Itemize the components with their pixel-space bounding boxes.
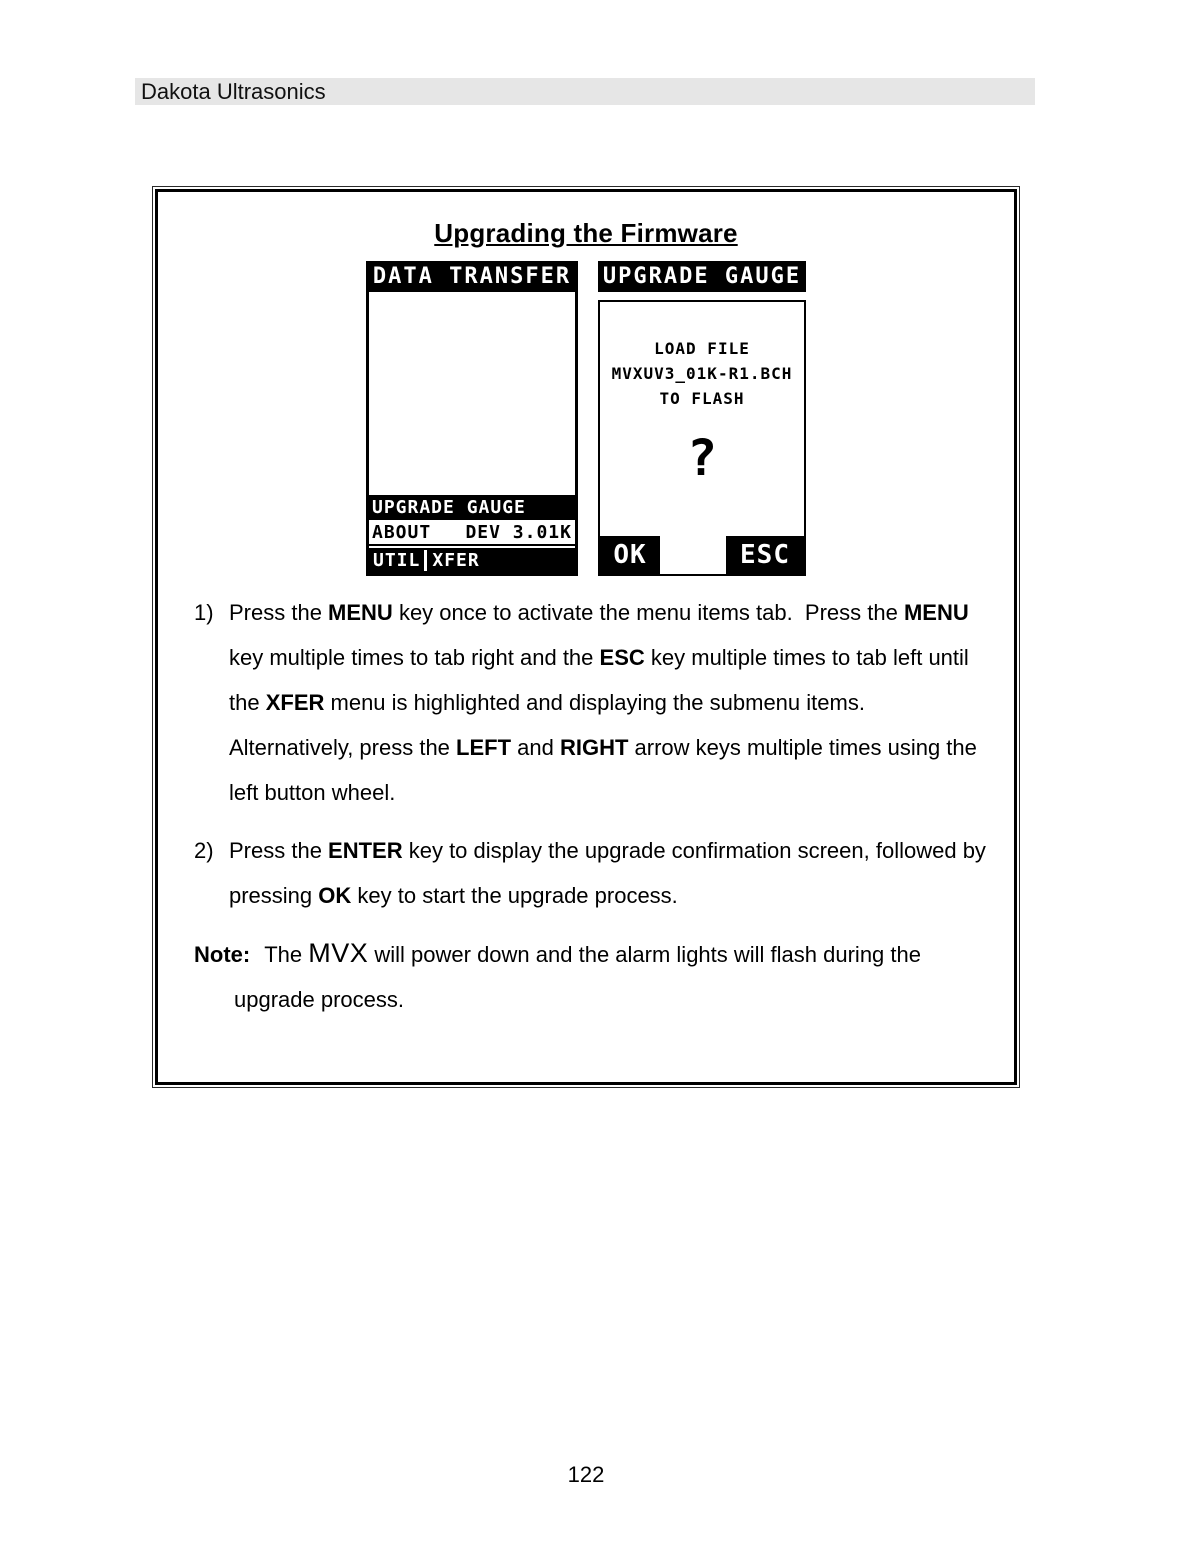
- upgrade-confirmation-dialog: LOAD FILE MVXUV3_01K-R1.BCH TO FLASH ? O…: [598, 300, 806, 576]
- content-panel-inner: Upgrading the Firmware DATA TRANSFER UPG…: [155, 189, 1017, 1085]
- lcd-left-body: [369, 292, 575, 493]
- instruction-list: 1) Press the MENU key once to activate th…: [194, 590, 990, 1022]
- tab-util: UTIL: [369, 550, 428, 571]
- question-mark: ?: [686, 429, 718, 487]
- note-label: Note:: [194, 942, 251, 967]
- dialog-button-row: OK ESC: [600, 536, 804, 574]
- step-text: Press the MENU key once to activate the …: [229, 600, 977, 805]
- page-header-bar: Dakota Ultrasonics: [135, 78, 1035, 105]
- lcd-right-titlebar: UPGRADE GAUGE: [598, 261, 806, 292]
- load-file-message: LOAD FILE MVXUV3_01K-R1.BCH TO FLASH: [612, 336, 793, 411]
- step-text: Press the ENTER key to display the upgra…: [229, 838, 986, 908]
- instruction-step-1: 1) Press the MENU key once to activate th…: [194, 590, 990, 815]
- menu-item-about: ABOUT DEV 3.01K: [369, 520, 575, 546]
- lcd-screen-upgrade-gauge: UPGRADE GAUGE LOAD FILE MVXUV3_01K-R1.BC…: [598, 261, 806, 576]
- note-paragraph: Note:The MVX will power down and the ala…: [194, 931, 990, 1022]
- lcd-left-tabbar: UTIL XFER: [369, 548, 575, 573]
- header-title: Dakota Ultrasonics: [141, 78, 326, 104]
- step-number: 1): [194, 600, 214, 625]
- tab-xfer: XFER: [432, 550, 480, 571]
- about-version-value: DEV 3.01K: [465, 521, 572, 543]
- note-text: The MVX will power down and the alarm li…: [234, 938, 921, 1012]
- message-line-3: TO FLASH: [659, 389, 745, 408]
- esc-button: ESC: [726, 536, 804, 574]
- step-number: 2): [194, 838, 214, 863]
- content-panel: Upgrading the Firmware DATA TRANSFER UPG…: [152, 186, 1020, 1088]
- instruction-step-2: 2) Press the ENTER key to display the upg…: [194, 828, 990, 918]
- page-number: 122: [567, 1462, 605, 1487]
- about-label: ABOUT: [372, 521, 432, 543]
- message-line-1: LOAD FILE: [654, 339, 750, 358]
- message-line-2: MVXUV3_01K-R1.BCH: [611, 364, 793, 383]
- lcd-screens-row: DATA TRANSFER UPGRADE GAUGE ABOUT DEV 3.…: [182, 261, 990, 576]
- ok-button: OK: [600, 536, 660, 574]
- lcd-left-titlebar: DATA TRANSFER: [369, 261, 575, 292]
- lcd-screen-data-transfer: DATA TRANSFER UPGRADE GAUGE ABOUT DEV 3.…: [366, 261, 578, 576]
- section-title: Upgrading the Firmware: [434, 218, 738, 248]
- menu-item-upgrade-gauge: UPGRADE GAUGE: [369, 495, 575, 520]
